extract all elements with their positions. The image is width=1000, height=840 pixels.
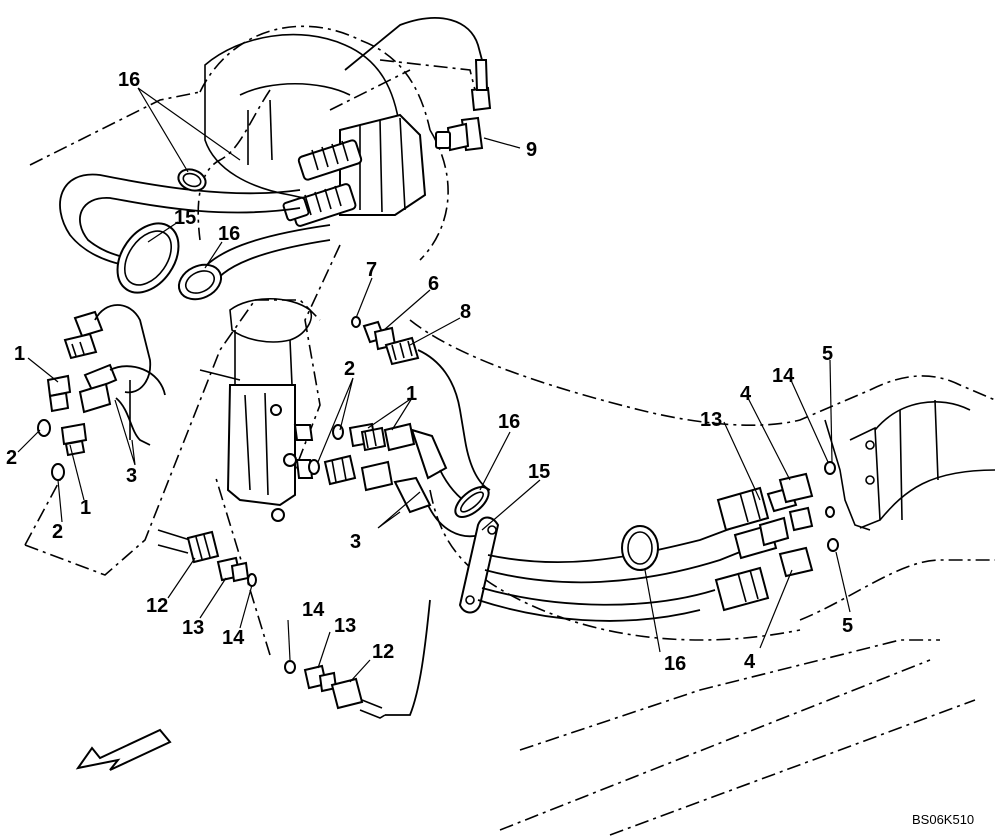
swivel-joint bbox=[199, 297, 314, 522]
callout-13: 13 bbox=[182, 617, 204, 639]
callout-1: 1 bbox=[406, 383, 417, 405]
ring-16-center bbox=[454, 486, 490, 518]
callout-7: 7 bbox=[366, 259, 377, 281]
callout-4: 4 bbox=[740, 383, 752, 405]
lower-center-fittings bbox=[284, 660, 386, 719]
callout-14: 14 bbox=[772, 365, 795, 387]
callout-2: 2 bbox=[344, 358, 355, 380]
valve-fitting-upper bbox=[297, 139, 363, 181]
callout-14: 14 bbox=[302, 599, 325, 621]
callout-12: 12 bbox=[372, 641, 394, 663]
callout-1: 1 bbox=[80, 497, 91, 519]
callout-5: 5 bbox=[822, 343, 833, 365]
callout-2: 2 bbox=[6, 447, 17, 469]
callout-16: 16 bbox=[218, 223, 240, 245]
left-fittings-group bbox=[37, 304, 166, 481]
callout-13: 13 bbox=[700, 409, 722, 431]
ring-16-mid bbox=[177, 263, 223, 301]
callout-9: 9 bbox=[526, 139, 537, 161]
callout-15: 15 bbox=[528, 461, 550, 483]
callout-1: 1 bbox=[14, 343, 25, 365]
callout-14: 14 bbox=[222, 627, 245, 649]
fittings-6-7-8 bbox=[351, 316, 491, 491]
ring-16-right bbox=[621, 525, 659, 571]
right-frame-plate bbox=[824, 399, 996, 531]
callout-16: 16 bbox=[118, 69, 140, 91]
callout-8: 8 bbox=[460, 301, 471, 323]
callout-3: 3 bbox=[350, 531, 361, 553]
callout-5: 5 bbox=[842, 615, 853, 637]
callout-labels: 16 15 16 9 7 6 8 2 1 1 2 1 2 3 3 16 15 1… bbox=[6, 69, 853, 675]
callout-3: 3 bbox=[126, 465, 137, 487]
right-fittings-group bbox=[714, 461, 839, 612]
callout-12: 12 bbox=[146, 595, 168, 617]
drawing-code: BS06K510 bbox=[912, 812, 974, 827]
callout-16: 16 bbox=[498, 411, 520, 433]
leader-lines bbox=[17, 87, 851, 683]
upper-valve-assembly bbox=[204, 33, 427, 227]
callout-6: 6 bbox=[428, 273, 439, 295]
callout-13: 13 bbox=[334, 615, 356, 637]
flange-15-center bbox=[458, 516, 500, 614]
callout-16: 16 bbox=[664, 653, 686, 675]
center-fittings-group bbox=[308, 422, 481, 538]
lower-left-fittings bbox=[157, 529, 257, 587]
callout-4: 4 bbox=[744, 651, 756, 673]
elbow-fitting-9 bbox=[344, 17, 492, 152]
callout-15: 15 bbox=[174, 207, 196, 229]
long-hoses-right bbox=[385, 524, 746, 716]
front-direction-arrow-icon bbox=[75, 728, 172, 771]
callout-2: 2 bbox=[52, 521, 63, 543]
ring-16-upper bbox=[177, 168, 207, 192]
